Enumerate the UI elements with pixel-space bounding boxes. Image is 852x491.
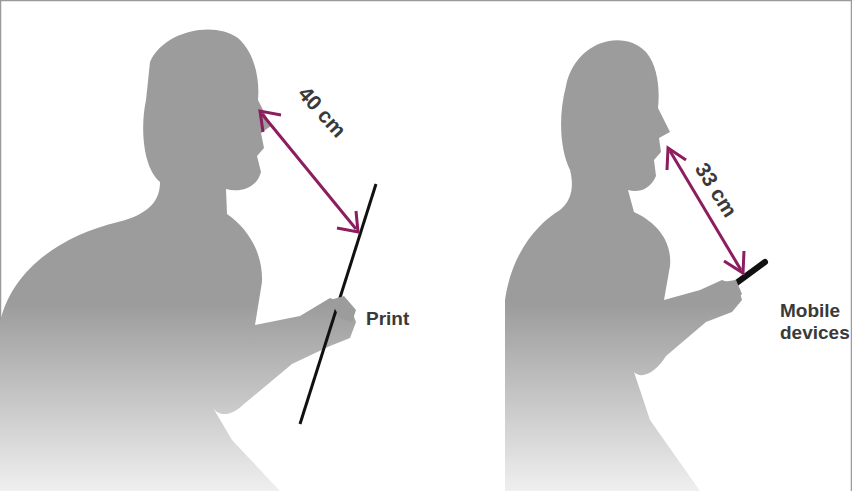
dimension-label: 33 cm [690, 158, 742, 221]
hand-fingers [330, 296, 356, 322]
person-silhouette [0, 30, 356, 491]
arrow-head [667, 148, 686, 170]
arrow-head [260, 111, 281, 132]
dimension-label: 40 cm [293, 82, 351, 142]
hand-fingers [722, 280, 742, 302]
arrow-head [724, 251, 744, 273]
object-label: Mobile devices [780, 300, 852, 344]
print-sheet [300, 184, 376, 424]
object-label: Print [366, 308, 409, 330]
person-silhouette [505, 40, 742, 491]
arrow-head [337, 211, 358, 232]
